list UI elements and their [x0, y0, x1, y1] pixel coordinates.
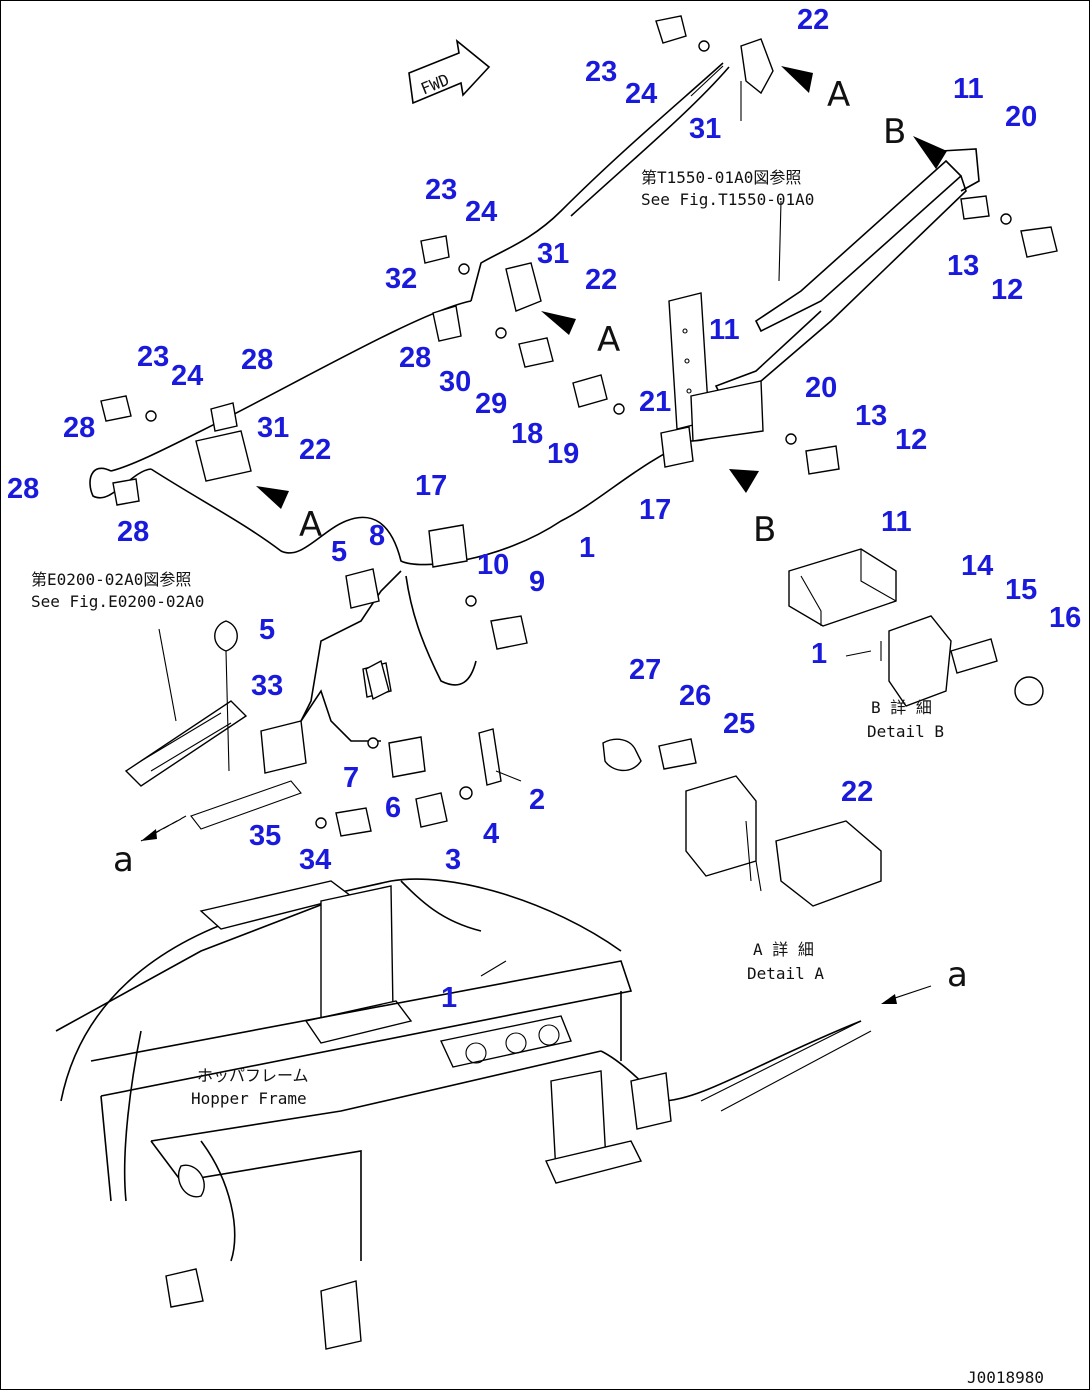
callout-2: 2 [529, 784, 545, 816]
leader-lines [158, 65, 872, 977]
note-detail-a-en: Detail A [747, 964, 824, 983]
view-letter: B [883, 112, 906, 152]
callout-24: 24 [625, 78, 657, 110]
fwd-label: FWD [418, 70, 452, 98]
callout-13: 13 [947, 250, 979, 282]
note-see-t1550-jp: 第T1550-01A0図参照 [641, 168, 801, 187]
callout-4: 4 [483, 818, 499, 850]
callout-1: 1 [811, 638, 827, 670]
view-arrows [141, 66, 947, 1004]
callout-28: 28 [7, 473, 39, 505]
callout-9: 9 [529, 566, 545, 598]
callout-7: 7 [343, 762, 359, 794]
view-letter: A [597, 320, 620, 360]
callout-12: 12 [895, 424, 927, 456]
callout-16: 16 [1049, 602, 1081, 634]
callout-5: 5 [259, 614, 275, 646]
fwd-arrow-icon: FWD [408, 39, 491, 105]
callout-8: 8 [369, 520, 385, 552]
note-see-e0200-en: See Fig.E0200-02A0 [31, 592, 204, 611]
callout-18: 18 [511, 418, 543, 450]
bracket-top [655, 15, 774, 95]
callout-11: 11 [953, 73, 984, 105]
hopper-frame [55, 878, 872, 1350]
callout-28: 28 [399, 342, 431, 374]
conveyor-boom [668, 148, 980, 442]
callout-20: 20 [1005, 101, 1037, 133]
callout-1: 1 [579, 532, 595, 564]
callout-31: 31 [537, 238, 569, 270]
callout-27: 27 [629, 654, 661, 686]
note-detail-b-en: Detail B [867, 722, 944, 741]
bracket-left [100, 395, 252, 506]
note-hopper-jp: ホッパフレーム [197, 1066, 309, 1085]
detail-a [602, 738, 882, 907]
callout-26: 26 [679, 680, 711, 712]
callout-25: 25 [723, 708, 755, 740]
callout-5: 5 [331, 536, 347, 568]
callout-17: 17 [415, 470, 447, 502]
callout-28: 28 [117, 516, 149, 548]
callout-22: 22 [299, 434, 331, 466]
callout-20: 20 [805, 372, 837, 404]
callout-22: 22 [841, 776, 873, 808]
view-letter: A [827, 75, 850, 115]
callout-31: 31 [257, 412, 289, 444]
upper-harness [89, 62, 762, 722]
callout-23: 23 [425, 174, 457, 206]
callout-12: 12 [991, 274, 1023, 306]
view-letter: a [113, 840, 134, 880]
callout-11: 11 [881, 506, 912, 538]
bracket-mid [420, 235, 554, 368]
callout-13: 13 [855, 400, 887, 432]
callout-11: 11 [709, 314, 740, 346]
callout-34: 34 [299, 844, 331, 876]
callout-15: 15 [1005, 574, 1037, 606]
callout-35: 35 [249, 820, 281, 852]
callout-24: 24 [465, 196, 497, 228]
view-letters: A A A B B a a [113, 75, 968, 995]
callout-14: 14 [961, 550, 993, 582]
note-detail-a-jp: A 詳 細 [753, 940, 814, 959]
lower-left-harness [124, 620, 426, 842]
callout-31: 31 [689, 113, 721, 145]
callout-24: 24 [171, 360, 203, 392]
callout-1: 1 [441, 982, 457, 1014]
callout-23: 23 [137, 341, 169, 373]
callout-32: 32 [385, 263, 417, 295]
callout-29: 29 [475, 388, 507, 420]
view-letter: B [753, 510, 776, 550]
callout-21: 21 [639, 386, 671, 418]
callout-19: 19 [547, 438, 579, 470]
callout-23: 23 [585, 56, 617, 88]
note-see-t1550-en: See Fig.T1550-01A0 [641, 190, 814, 209]
callout-22: 22 [585, 264, 617, 296]
note-hopper-en: Hopper Frame [191, 1089, 307, 1108]
notes: 第T1550-01A0図参照 See Fig.T1550-01A0 第E0200… [31, 168, 1044, 1387]
callout-17: 17 [639, 494, 671, 526]
callout-3: 3 [445, 844, 461, 876]
callout-28: 28 [63, 412, 95, 444]
lower-mid-parts [365, 659, 502, 828]
callout-10: 10 [477, 549, 509, 581]
note-see-e0200-jp: 第E0200-02A0図参照 [31, 570, 191, 589]
detail-b [788, 548, 1044, 707]
view-letter: A [299, 505, 322, 545]
view-letter: a [947, 955, 968, 995]
drawing-id: J0018980 [967, 1368, 1044, 1387]
callout-30: 30 [439, 366, 471, 398]
callout-6: 6 [385, 792, 401, 824]
callout-33: 33 [251, 670, 283, 702]
callouts: 22 23 24 31 11 20 13 12 23 24 31 32 22 2… [7, 4, 1081, 1014]
callout-22: 22 [797, 4, 829, 36]
callout-28: 28 [241, 344, 273, 376]
note-detail-b-jp: B 詳 細 [871, 698, 932, 717]
